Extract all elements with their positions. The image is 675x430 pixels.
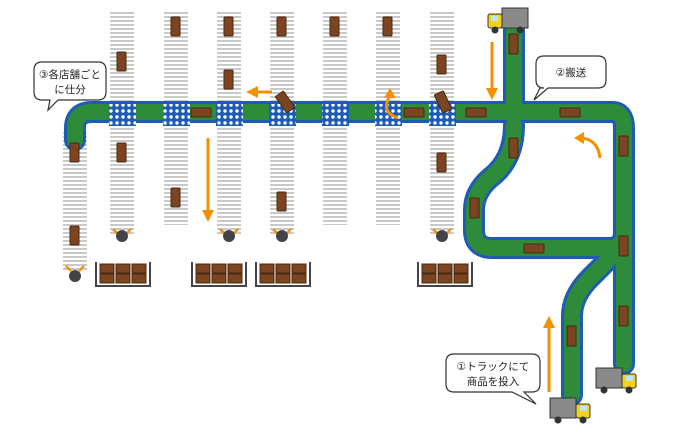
cardboard-box-icon (170, 187, 181, 208)
arrow-icon (486, 42, 498, 100)
cardboard-box-icon (434, 90, 452, 114)
chute-end-icon (219, 228, 239, 242)
chute-end-icon (432, 228, 452, 242)
cardboard-box-icon (436, 54, 447, 75)
cardboard-box-icon (276, 16, 287, 37)
callout-load-line1: ①トラックにて (457, 361, 529, 373)
cardboard-box-icon (508, 137, 519, 159)
truck-icon (549, 397, 591, 424)
sorter-icon (163, 104, 190, 126)
cardboard-box-icon (170, 16, 181, 37)
callout-sort: ③各店舗ごと に仕分 (33, 61, 107, 112)
sorter-icon (216, 104, 243, 126)
pallet-icon (191, 262, 247, 287)
cardboard-box-icon (69, 142, 80, 163)
chute-end-icon (272, 228, 292, 242)
callout-sort-line2: に仕分 (54, 83, 86, 96)
cardboard-box-icon (223, 69, 234, 90)
arrow-icon (384, 88, 399, 120)
callout-transport: ②搬送 (533, 55, 607, 101)
cardboard-box-icon (618, 135, 629, 157)
cardboard-box-icon (223, 16, 234, 37)
cardboard-box-icon (275, 90, 295, 114)
callout-load: ①トラックにて 商品を投入 (445, 353, 541, 405)
chute-end-icon (65, 265, 85, 282)
callout-load-line2: 商品を投入 (467, 375, 520, 388)
cardboard-box-icon (436, 152, 447, 173)
pallet-icon (95, 262, 151, 287)
cardboard-box-icon (508, 33, 519, 55)
truck-icon (487, 7, 529, 34)
cardboard-box-icon (329, 16, 340, 37)
cardboard-box-icon (469, 197, 480, 219)
boxes (69, 16, 629, 347)
arrow-icon (246, 86, 272, 98)
callout-transport-line1: ②搬送 (556, 66, 587, 79)
pallets (95, 262, 473, 287)
main-conveyor (64, 19, 635, 406)
cardboard-box-icon (618, 305, 629, 327)
arrow-icon (202, 138, 214, 222)
cardboard-box-icon (559, 107, 581, 118)
truck-icon (595, 367, 637, 394)
sorter-icon (375, 104, 402, 126)
arrow-icon (543, 316, 555, 392)
cardboard-box-icon (618, 235, 629, 257)
cardboard-box-icon (382, 16, 393, 37)
chute-end-icon (112, 228, 132, 242)
cardboard-box-icon (566, 325, 577, 347)
pallet-icon (255, 262, 311, 287)
arrow-icon (574, 132, 602, 159)
sorter-icon (322, 104, 349, 126)
cardboard-box-icon (276, 191, 287, 212)
pallet-icon (417, 262, 473, 287)
cardboard-box-icon (116, 51, 127, 72)
flow-arrows (202, 42, 602, 392)
callout-sort-line1: ③各店舗ごと (39, 68, 101, 81)
cardboard-box-icon (116, 142, 127, 163)
cardboard-box-icon (403, 107, 425, 118)
sorter-icon (109, 104, 136, 126)
cardboard-box-icon (69, 225, 80, 246)
cardboard-box-icon (465, 107, 487, 118)
chute-ends (65, 228, 452, 282)
cardboard-box-icon (190, 107, 212, 118)
cardboard-box-icon (523, 243, 545, 254)
